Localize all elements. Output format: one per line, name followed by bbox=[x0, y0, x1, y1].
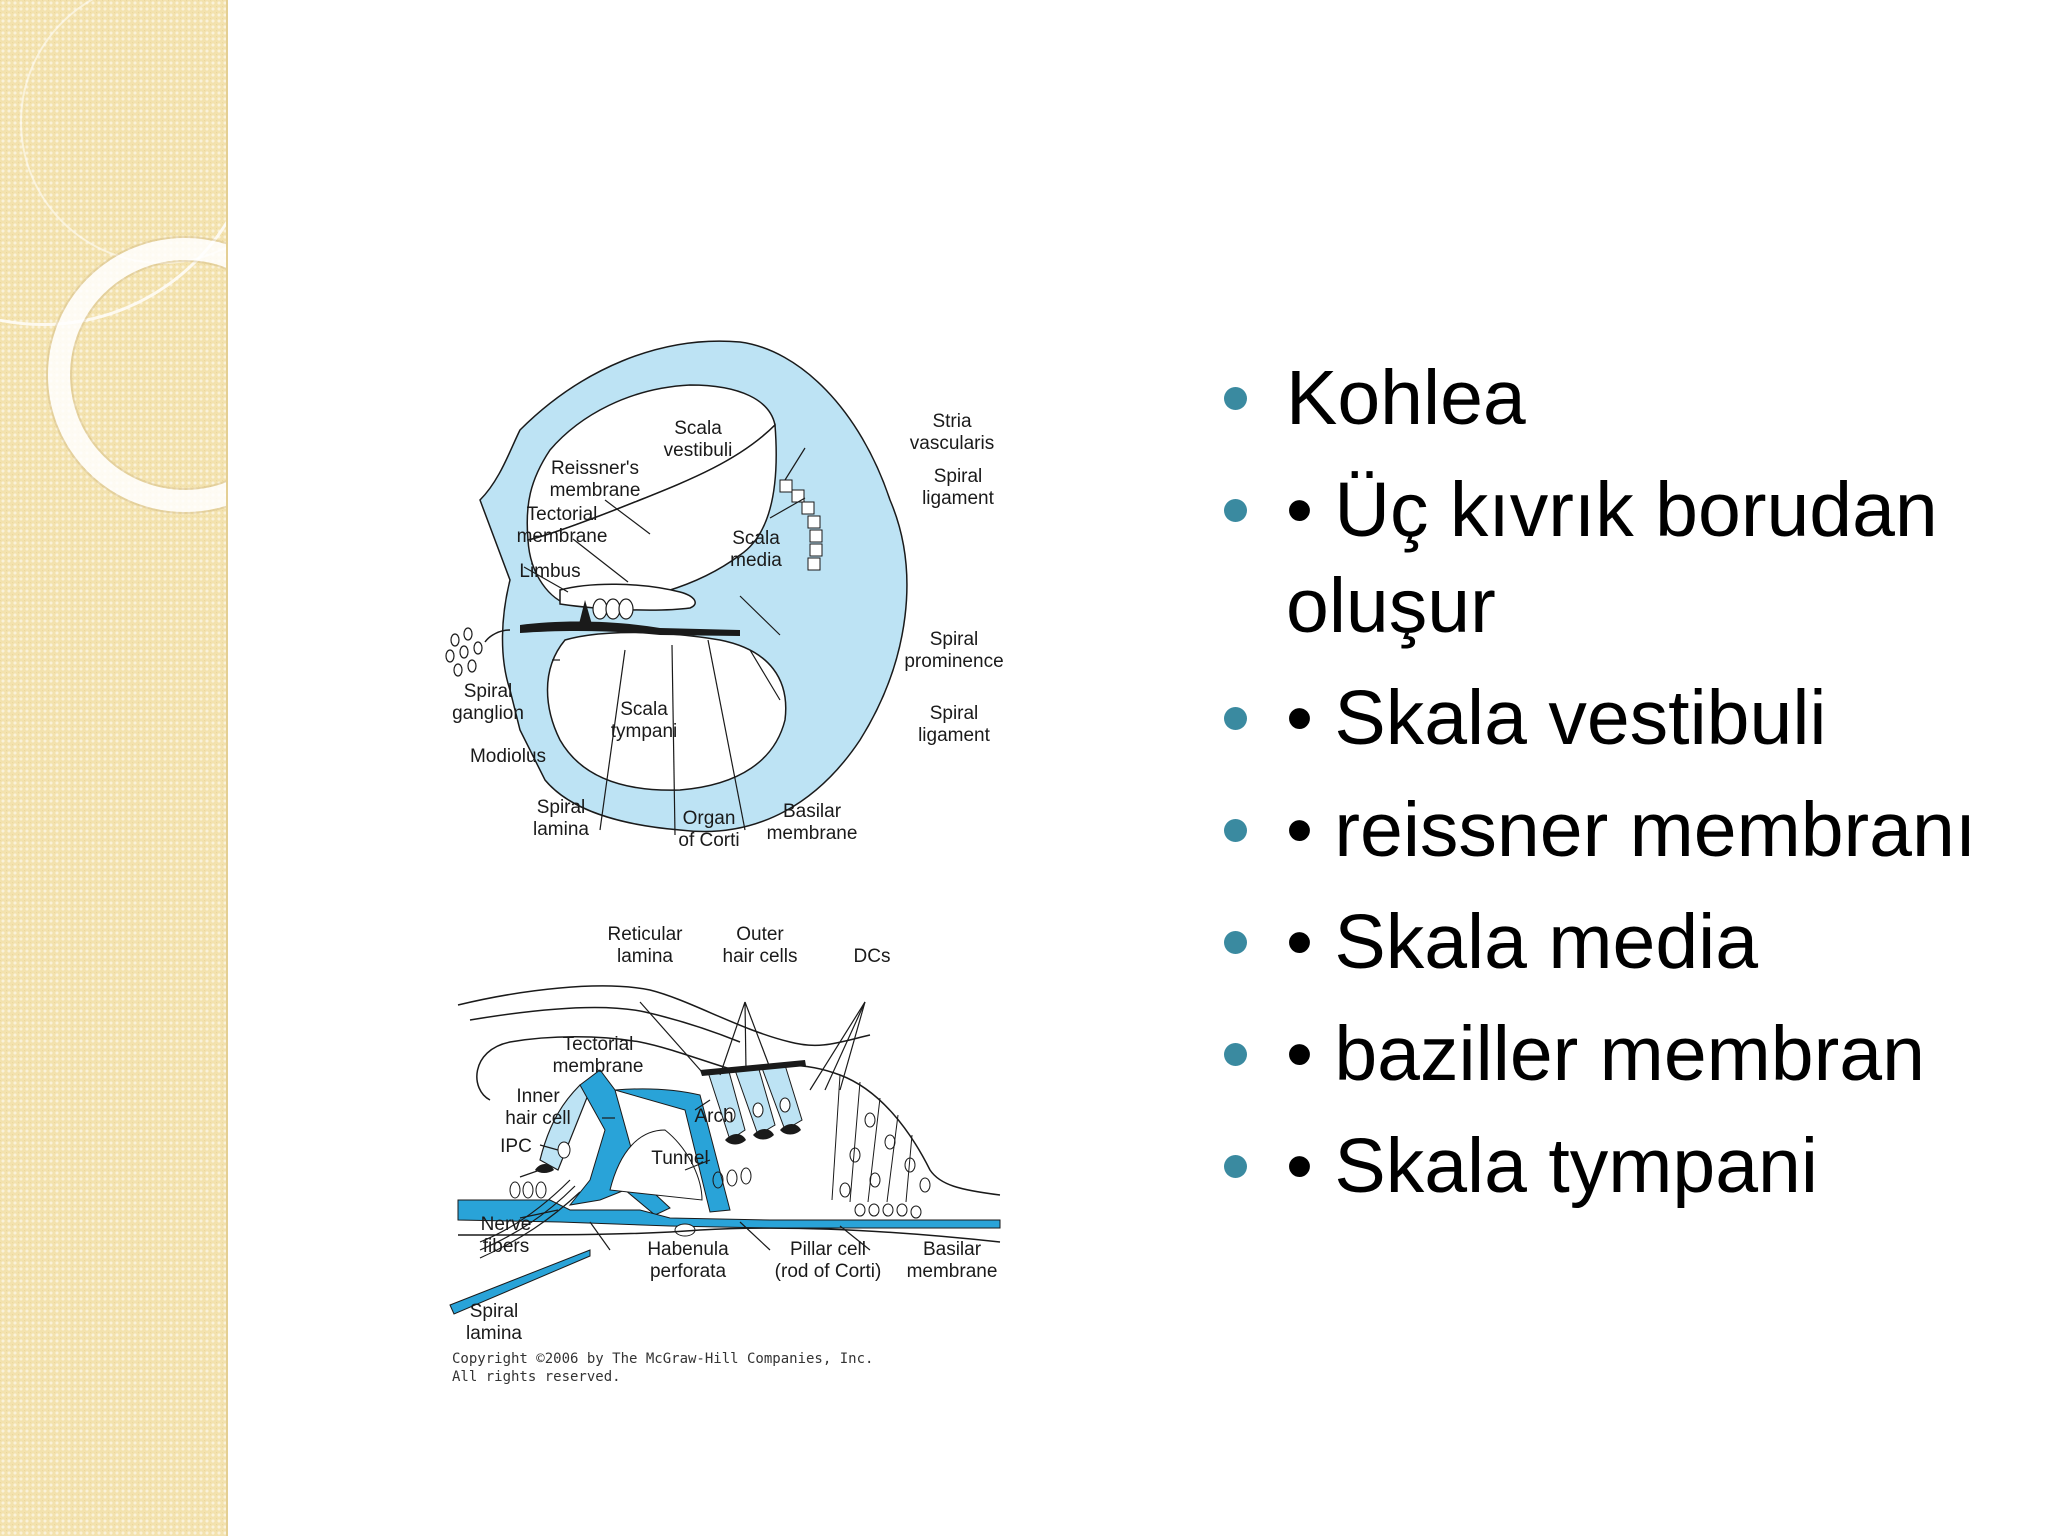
organ-of-corti-diagram: Reticular lamina Outer hair cells DCs Te… bbox=[449, 924, 1001, 1344]
leader-lines bbox=[523, 447, 806, 836]
bullet-dot-icon bbox=[1224, 499, 1247, 522]
svg-text:membrane: membrane bbox=[517, 526, 608, 547]
leader-lines-bottom bbox=[519, 1001, 871, 1251]
outer-pillar bbox=[614, 1088, 731, 1213]
bullet-dot-icon bbox=[1224, 1155, 1247, 1178]
label-dcs: DCs bbox=[854, 946, 891, 967]
copyright-line: Copyright ©2006 by The McGraw-Hill Compa… bbox=[452, 1351, 874, 1367]
strip-divider bbox=[226, 0, 228, 1536]
label-ipc: IPC bbox=[500, 1136, 532, 1157]
bullet-dot-icon bbox=[1224, 819, 1247, 842]
bullet-text: • baziller membran bbox=[1286, 1011, 1925, 1097]
bullet-list: Kohlea • Üç kıvrık borudan oluşur • Skal… bbox=[1220, 350, 2010, 1230]
label-nerve-fibers: Nerve bbox=[481, 1214, 532, 1235]
basilar-membrane-layer bbox=[457, 1199, 1001, 1229]
label-basilar-membrane-bottom: Basilar bbox=[923, 1239, 982, 1260]
tunnel-of-corti bbox=[609, 1129, 703, 1201]
cross-section-diagram: Scala vestibuli Reissner's membrane Tect… bbox=[445, 340, 1004, 851]
label-spiral-ligament-top: Spiral bbox=[934, 466, 983, 487]
copyright-notice: Copyright ©2006 by The McGraw-Hill Compa… bbox=[452, 1350, 952, 1386]
stria-vascularis-cells bbox=[779, 479, 823, 571]
label-spiral-ligament-bottom: Spiral bbox=[930, 703, 979, 724]
cochlea-diagram: Scala vestibuli Reissner's membrane Tect… bbox=[445, 340, 1004, 1344]
label-outer-hair-cells: Outer bbox=[736, 924, 784, 945]
bullet-item: • reissner membranı bbox=[1220, 782, 2010, 878]
label-scala-media: Scala bbox=[732, 528, 780, 549]
label-inner-hair-cell: Inner bbox=[516, 1086, 560, 1107]
svg-text:vestibuli: vestibuli bbox=[664, 440, 733, 461]
label-arch: Arch bbox=[694, 1106, 733, 1127]
label-spiral-ganglion: Spiral bbox=[464, 681, 513, 702]
bullet-item: • Skala media bbox=[1220, 894, 2010, 990]
label-habenula-perforata: Habenula bbox=[647, 1239, 729, 1260]
svg-text:membrane: membrane bbox=[550, 480, 641, 501]
cochlea-figure: Scala vestibuli Reissner's membrane Tect… bbox=[440, 330, 1040, 1400]
decorative-side-strip bbox=[0, 0, 228, 1536]
svg-text:(rod of Corti): (rod of Corti) bbox=[775, 1261, 882, 1282]
svg-text:vascularis: vascularis bbox=[910, 433, 994, 454]
bullet-dot-icon bbox=[1224, 1043, 1247, 1066]
label-limbus: Limbus bbox=[519, 561, 580, 582]
bullet-text: • Üç kıvrık borudan oluşur bbox=[1286, 467, 1938, 649]
svg-text:lamina: lamina bbox=[617, 946, 673, 967]
supporting-cells bbox=[831, 1074, 931, 1203]
bullet-dot-icon bbox=[1224, 931, 1247, 954]
bullet-text: • Skala tympani bbox=[1286, 1123, 1818, 1209]
bullet-text: Kohlea bbox=[1286, 355, 1526, 441]
bullet-item: • Üç kıvrık borudan oluşur bbox=[1220, 462, 2010, 654]
bullet-text: • reissner membranı bbox=[1286, 787, 1977, 873]
label-reissners-membrane: Reissner's bbox=[551, 458, 639, 479]
bullet-item: Kohlea bbox=[1220, 350, 2010, 446]
organ-of-corti-cells bbox=[592, 598, 634, 620]
basilar-membrane-band bbox=[520, 621, 740, 636]
bullet-text: • Skala vestibuli bbox=[1286, 675, 1827, 761]
label-spiral-lamina-bottom: Spiral bbox=[470, 1301, 519, 1322]
svg-text:hair cells: hair cells bbox=[723, 946, 798, 967]
svg-text:ganglion: ganglion bbox=[452, 703, 524, 724]
svg-text:media: media bbox=[730, 550, 782, 571]
spiral-lamina-bone bbox=[449, 1249, 591, 1315]
label-tectorial-membrane-bottom: Tectorial bbox=[563, 1034, 634, 1055]
label-tunnel: Tunnel bbox=[651, 1148, 708, 1169]
label-scala-vestibuli: Scala bbox=[674, 418, 722, 439]
tectorial-membrane bbox=[476, 1036, 741, 1101]
svg-text:lamina: lamina bbox=[466, 1323, 522, 1344]
inner-sulcus-cells bbox=[509, 1167, 922, 1219]
svg-text:hair cell: hair cell bbox=[505, 1108, 570, 1129]
svg-text:membrane: membrane bbox=[553, 1056, 644, 1077]
bullet-item: • Skala vestibuli bbox=[1220, 670, 2010, 766]
spiral-ganglion-cells bbox=[445, 627, 483, 677]
label-modiolus: Modiolus bbox=[470, 746, 546, 767]
label-stria-vascularis: Stria bbox=[932, 411, 972, 432]
outer-hair-cells bbox=[707, 1064, 803, 1145]
bullet-text: • Skala media bbox=[1286, 899, 1759, 985]
svg-text:lamina: lamina bbox=[533, 819, 589, 840]
label-spiral-lamina-top: Spiral bbox=[537, 797, 586, 818]
label-scala-tympani: Scala bbox=[620, 699, 668, 720]
bullet-item: • Skala tympani bbox=[1220, 1118, 2010, 1214]
svg-text:membrane: membrane bbox=[907, 1261, 998, 1282]
scala-tympani-space bbox=[546, 631, 787, 791]
label-spiral-prominence: Spiral bbox=[930, 629, 979, 650]
pillar-cells bbox=[568, 1069, 671, 1216]
nerve-fibers bbox=[479, 1179, 581, 1259]
label-reticular-lamina: Reticular bbox=[608, 924, 684, 945]
bullet-dot-icon bbox=[1224, 707, 1247, 730]
svg-text:ligament: ligament bbox=[918, 725, 991, 746]
svg-text:prominence: prominence bbox=[904, 651, 1003, 672]
svg-text:fibers: fibers bbox=[483, 1236, 529, 1257]
svg-text:ligament: ligament bbox=[922, 488, 995, 509]
svg-text:membrane: membrane bbox=[767, 823, 858, 844]
label-organ-of-corti: Organ bbox=[683, 808, 736, 829]
svg-text:tympani: tympani bbox=[611, 721, 678, 742]
svg-text:perforata: perforata bbox=[650, 1261, 726, 1282]
label-pillar-cell: Pillar cell bbox=[790, 1239, 866, 1260]
label-tectorial-membrane: Tectorial bbox=[527, 504, 598, 525]
bullet-dot-icon bbox=[1224, 387, 1247, 410]
svg-text:of Corti: of Corti bbox=[678, 830, 739, 851]
bullet-item: • baziller membran bbox=[1220, 1006, 2010, 1102]
copyright-line: All rights reserved. bbox=[452, 1369, 621, 1385]
label-basilar-membrane-top: Basilar bbox=[783, 801, 842, 822]
